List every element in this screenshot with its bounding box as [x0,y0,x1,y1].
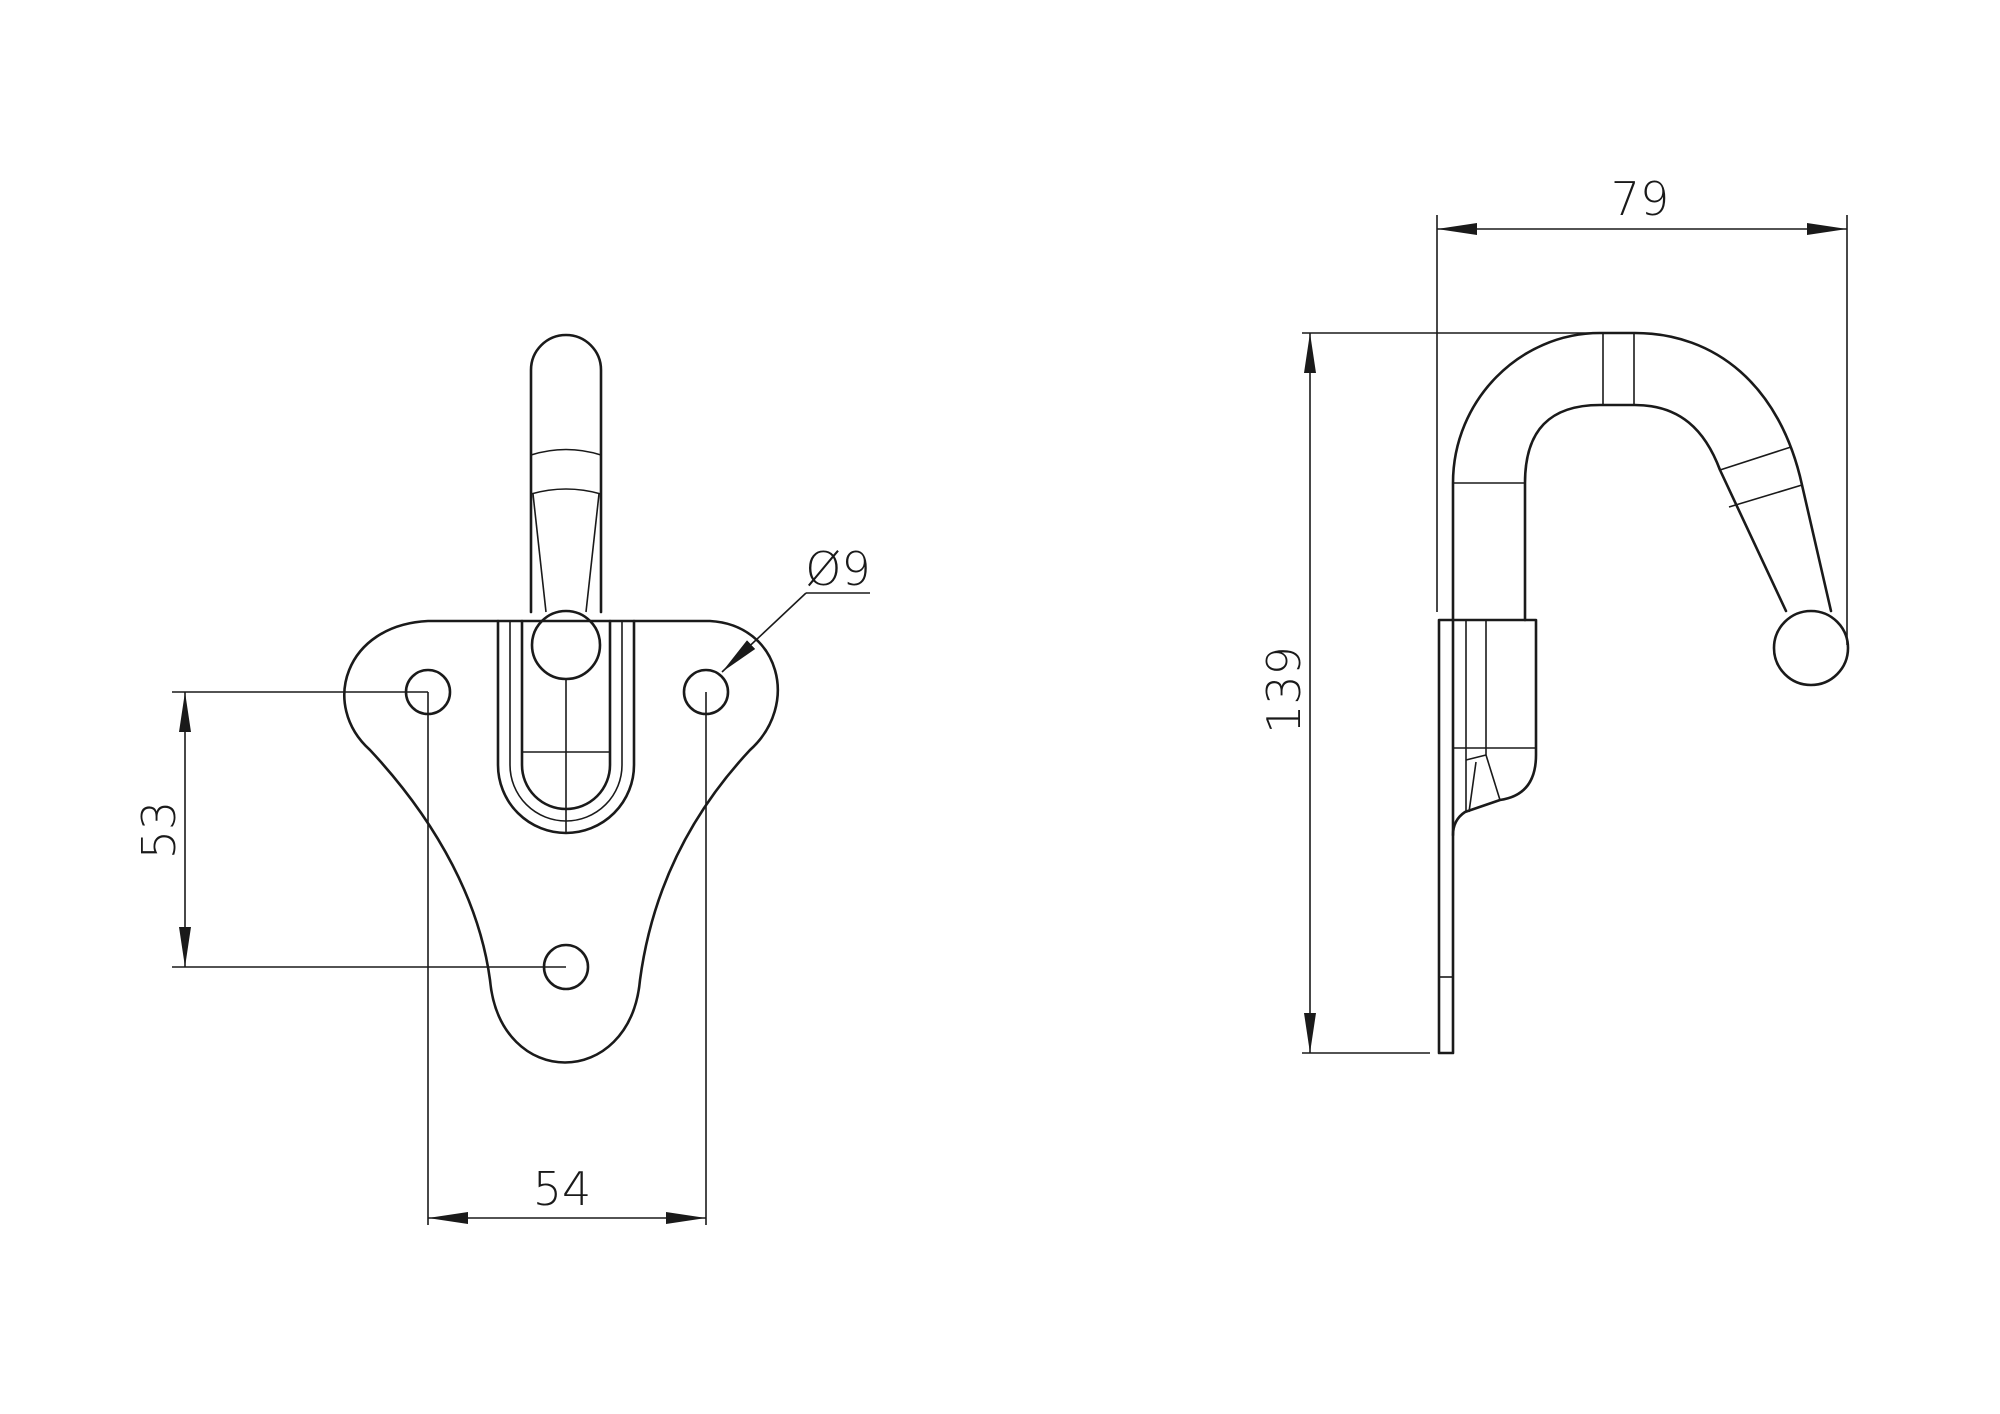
dim-53-label: 53 [132,801,186,860]
front-view: 53 54 Ø9 [132,333,871,1225]
hook-tip-band-2 [1728,484,1803,508]
dim-139-label: 139 [1257,646,1311,734]
dim-79-label: 79 [1611,172,1670,226]
base-plate-outline [343,619,779,1064]
dim-dia-9-label: Ø9 [805,542,870,596]
hook-arm-band-1 [530,448,602,456]
hook-arm-front [529,333,603,614]
mount-block [1451,618,1538,837]
hook-arm-taper-left [532,493,547,613]
hook-arm-taper-right [585,493,600,613]
dim-54-label: 54 [533,1162,592,1216]
hook-body-outer [1451,331,1833,622]
hook-tip-ball [1772,609,1850,687]
back-plate [1437,618,1455,1055]
mount-block-chamfer-1 [1465,754,1487,761]
hook-tip-band-1 [1719,446,1792,471]
leader-dia-9 [721,592,807,673]
hook-arm-band-2 [530,488,602,495]
hook-body-inner [1523,403,1788,622]
side-view: 79 139 [1257,172,1850,1055]
mount-block-chamfer-3 [1468,761,1477,813]
hook-ball-end [530,609,602,681]
mount-block-chamfer-2 [1485,754,1501,801]
